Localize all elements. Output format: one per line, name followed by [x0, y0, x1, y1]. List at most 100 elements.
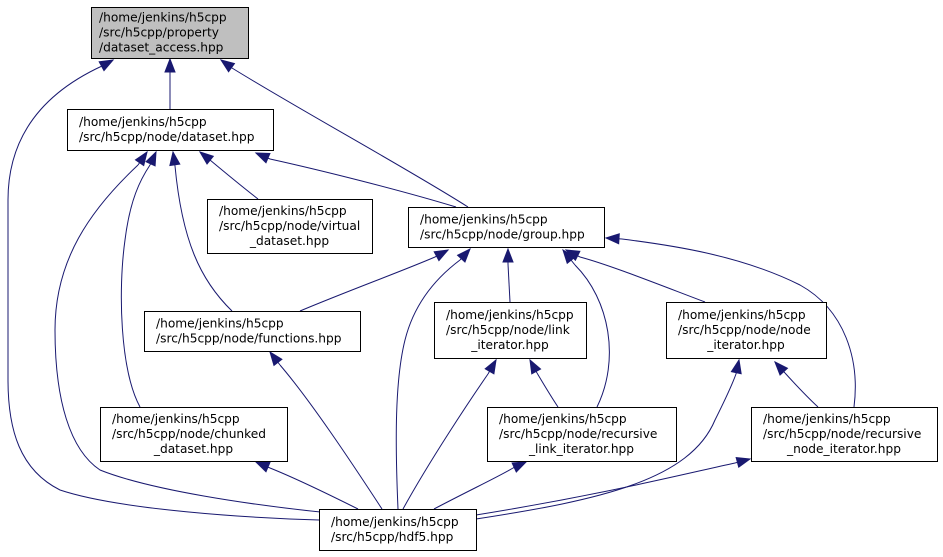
node-box[interactable]: [751, 407, 938, 462]
edge-line-end: [255, 152, 271, 160]
node-label-line: /home/jenkins/h5cpp: [420, 213, 548, 227]
edge-line: [579, 256, 706, 303]
node-dataset-access: /home/jenkins/h5cpp/src/h5cpp/property/d…: [91, 7, 249, 59]
edge-line: [433, 467, 514, 510]
node-label-line: _dataset.hpp: [249, 234, 330, 248]
edge-line-end: [565, 249, 581, 258]
edge-functions-to-group: [299, 249, 450, 312]
edge-virtual_dataset-to-dataset: [198, 151, 259, 200]
node-box[interactable]: [207, 199, 373, 254]
node-box[interactable]: [100, 407, 288, 462]
node-label-line: /src/h5cpp/node/dataset.hpp: [79, 130, 255, 144]
edge-hdf5-to-dataset_access: [7, 59, 320, 521]
edge-group-to-dataset_access: [219, 59, 469, 208]
edge-line: [269, 158, 457, 208]
edge-line: [279, 364, 383, 510]
edge-hdf5-to-group: [395, 247, 471, 510]
node-label-line: /src/h5cpp/hdf5.hpp: [331, 530, 454, 544]
edge-line-end: [137, 151, 148, 166]
node-label-line: /src/h5cpp/node/recursive: [499, 427, 657, 441]
edge-hdf5-to-dataset: [54, 150, 331, 514]
node-dataset[interactable]: /home/jenkins/h5cpp/src/h5cpp/node/datas…: [67, 109, 274, 151]
node-label-line: /home/jenkins/h5cpp: [499, 412, 627, 426]
arrowhead-icon: [98, 59, 115, 72]
edge-line-end: [605, 237, 623, 240]
node-label-line: /home/jenkins/h5cpp: [79, 115, 207, 129]
node-label-line: /home/jenkins/h5cpp: [156, 317, 284, 331]
node-label-line: /home/jenkins/h5cpp: [763, 412, 891, 426]
node-box[interactable]: [487, 407, 677, 462]
edge-group-to-dataset: [254, 152, 457, 208]
node-label-line: /home/jenkins/h5cpp: [331, 515, 459, 529]
node-box[interactable]: [666, 302, 827, 359]
node-box[interactable]: [319, 509, 477, 551]
node-box[interactable]: [67, 109, 274, 151]
edge-line-end: [512, 461, 527, 469]
edge-line: [395, 259, 461, 510]
node-label-line: /home/jenkins/h5cpp: [112, 412, 240, 426]
node-label-line: /home/jenkins/h5cpp: [219, 204, 347, 218]
node-hdf5[interactable]: /home/jenkins/h5cpp/src/h5cpp/hdf5.hpp: [319, 509, 477, 551]
edge-dataset-to-dataset_access: [164, 57, 176, 109]
edge-hdf5-to-node_iterator: [475, 358, 742, 520]
edge-line-end: [562, 249, 576, 266]
edge-line: [475, 462, 736, 516]
edge-line-end: [255, 461, 271, 469]
edge-line-end: [487, 359, 497, 375]
edge-recursive_node_iterator-to-group: [604, 233, 856, 408]
node-label-line: _iterator.hpp: [470, 338, 549, 352]
edge-line-end: [774, 361, 786, 374]
node-virtual-dataset[interactable]: /home/jenkins/h5cpp/src/h5cpp/node/virtu…: [207, 199, 373, 254]
node-label-line: /src/h5cpp/node/virtual: [219, 219, 360, 233]
node-label-line: /src/h5cpp/node/link: [446, 323, 571, 337]
edge-hdf5-to-link_iterator: [402, 358, 497, 510]
edge-line: [269, 467, 359, 510]
node-label-line: _link_iterator.hpp: [528, 442, 634, 456]
node-functions[interactable]: /home/jenkins/h5cpp/src/h5cpp/node/funct…: [144, 311, 361, 352]
edge-node_iterator-to-group: [564, 249, 706, 303]
edge-line: [299, 256, 436, 312]
edge-hdf5-to-chunked_dataset: [254, 461, 359, 510]
node-box[interactable]: [144, 311, 361, 352]
edge-line-end: [172, 151, 176, 167]
edge-line-end: [199, 151, 211, 161]
edge-line-end: [434, 249, 449, 258]
edge-line: [120, 164, 151, 408]
node-label-line: /dataset_access.hpp: [99, 41, 224, 55]
node-label-line: /home/jenkins/h5cpp: [678, 308, 806, 322]
node-label-line: /src/h5cpp/node/node: [678, 323, 811, 337]
node-node-iterator[interactable]: /home/jenkins/h5cpp/src/h5cpp/node/node_…: [666, 302, 827, 359]
edges-layer: [7, 57, 856, 521]
node-label-line: /src/h5cpp/node/recursive: [763, 427, 921, 441]
edge-line: [574, 264, 610, 408]
nodes-layer: /home/jenkins/h5cpp/src/h5cpp/property/d…: [67, 7, 938, 551]
node-box[interactable]: [434, 302, 587, 359]
node-label-line: /src/h5cpp/node/functions.hpp: [156, 332, 342, 346]
node-box[interactable]: [408, 207, 605, 248]
edge-line: [174, 165, 233, 312]
edge-line: [784, 372, 819, 408]
node-recursive-node-iterator[interactable]: /home/jenkins/h5cpp/src/h5cpp/node/recur…: [751, 407, 938, 462]
edge-line-end: [269, 351, 281, 366]
node-label-line: /src/h5cpp/node/group.hpp: [420, 228, 585, 242]
edge-line: [536, 372, 559, 408]
edge-recursive_node_iterator-to-node_iterator: [774, 360, 819, 408]
node-recursive-link-iterator[interactable]: /home/jenkins/h5cpp/src/h5cpp/node/recur…: [487, 407, 677, 462]
edge-line-end: [459, 248, 471, 261]
node-label-line: /src/h5cpp/property: [99, 26, 219, 40]
edge-line-end: [101, 59, 114, 67]
node-chunked-dataset[interactable]: /home/jenkins/h5cpp/src/h5cpp/node/chunk…: [100, 407, 288, 462]
node-label-line: /src/h5cpp/node/chunked: [112, 427, 266, 441]
node-box: [91, 7, 249, 59]
edge-line: [209, 159, 259, 200]
node-label-line: _iterator.hpp: [706, 338, 785, 352]
edge-line: [54, 164, 331, 514]
edge-chunked_dataset-to-dataset: [120, 150, 157, 408]
edge-hdf5-to-recursive_link_iterator: [433, 461, 528, 510]
edge-line-end: [149, 151, 157, 166]
edge-hdf5-to-recursive_node_iterator: [475, 456, 752, 516]
node-link-iterator[interactable]: /home/jenkins/h5cpp/src/h5cpp/node/link_…: [434, 302, 587, 359]
node-group[interactable]: /home/jenkins/h5cpp/src/h5cpp/node/group…: [408, 207, 605, 248]
edge-link_iterator-to-group: [502, 247, 514, 303]
